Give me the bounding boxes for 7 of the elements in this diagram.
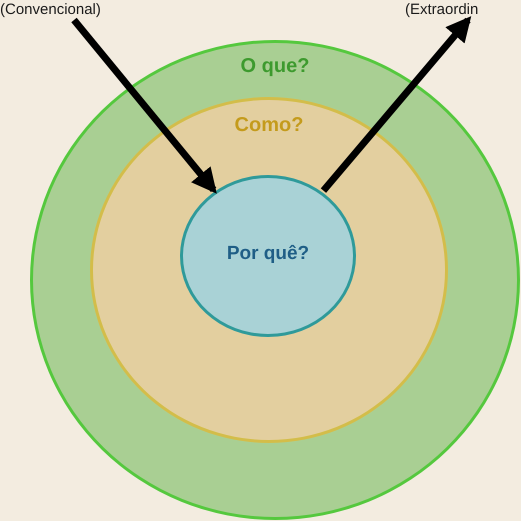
circle-label: Como? xyxy=(234,113,304,138)
circle-label: O que? xyxy=(240,54,310,79)
arrow xyxy=(320,16,472,193)
arrow xyxy=(71,18,217,194)
circle-label: Por quê? xyxy=(226,242,310,266)
text-label: (Extraordin xyxy=(405,0,478,20)
text-label: (Convencional) xyxy=(0,0,101,20)
